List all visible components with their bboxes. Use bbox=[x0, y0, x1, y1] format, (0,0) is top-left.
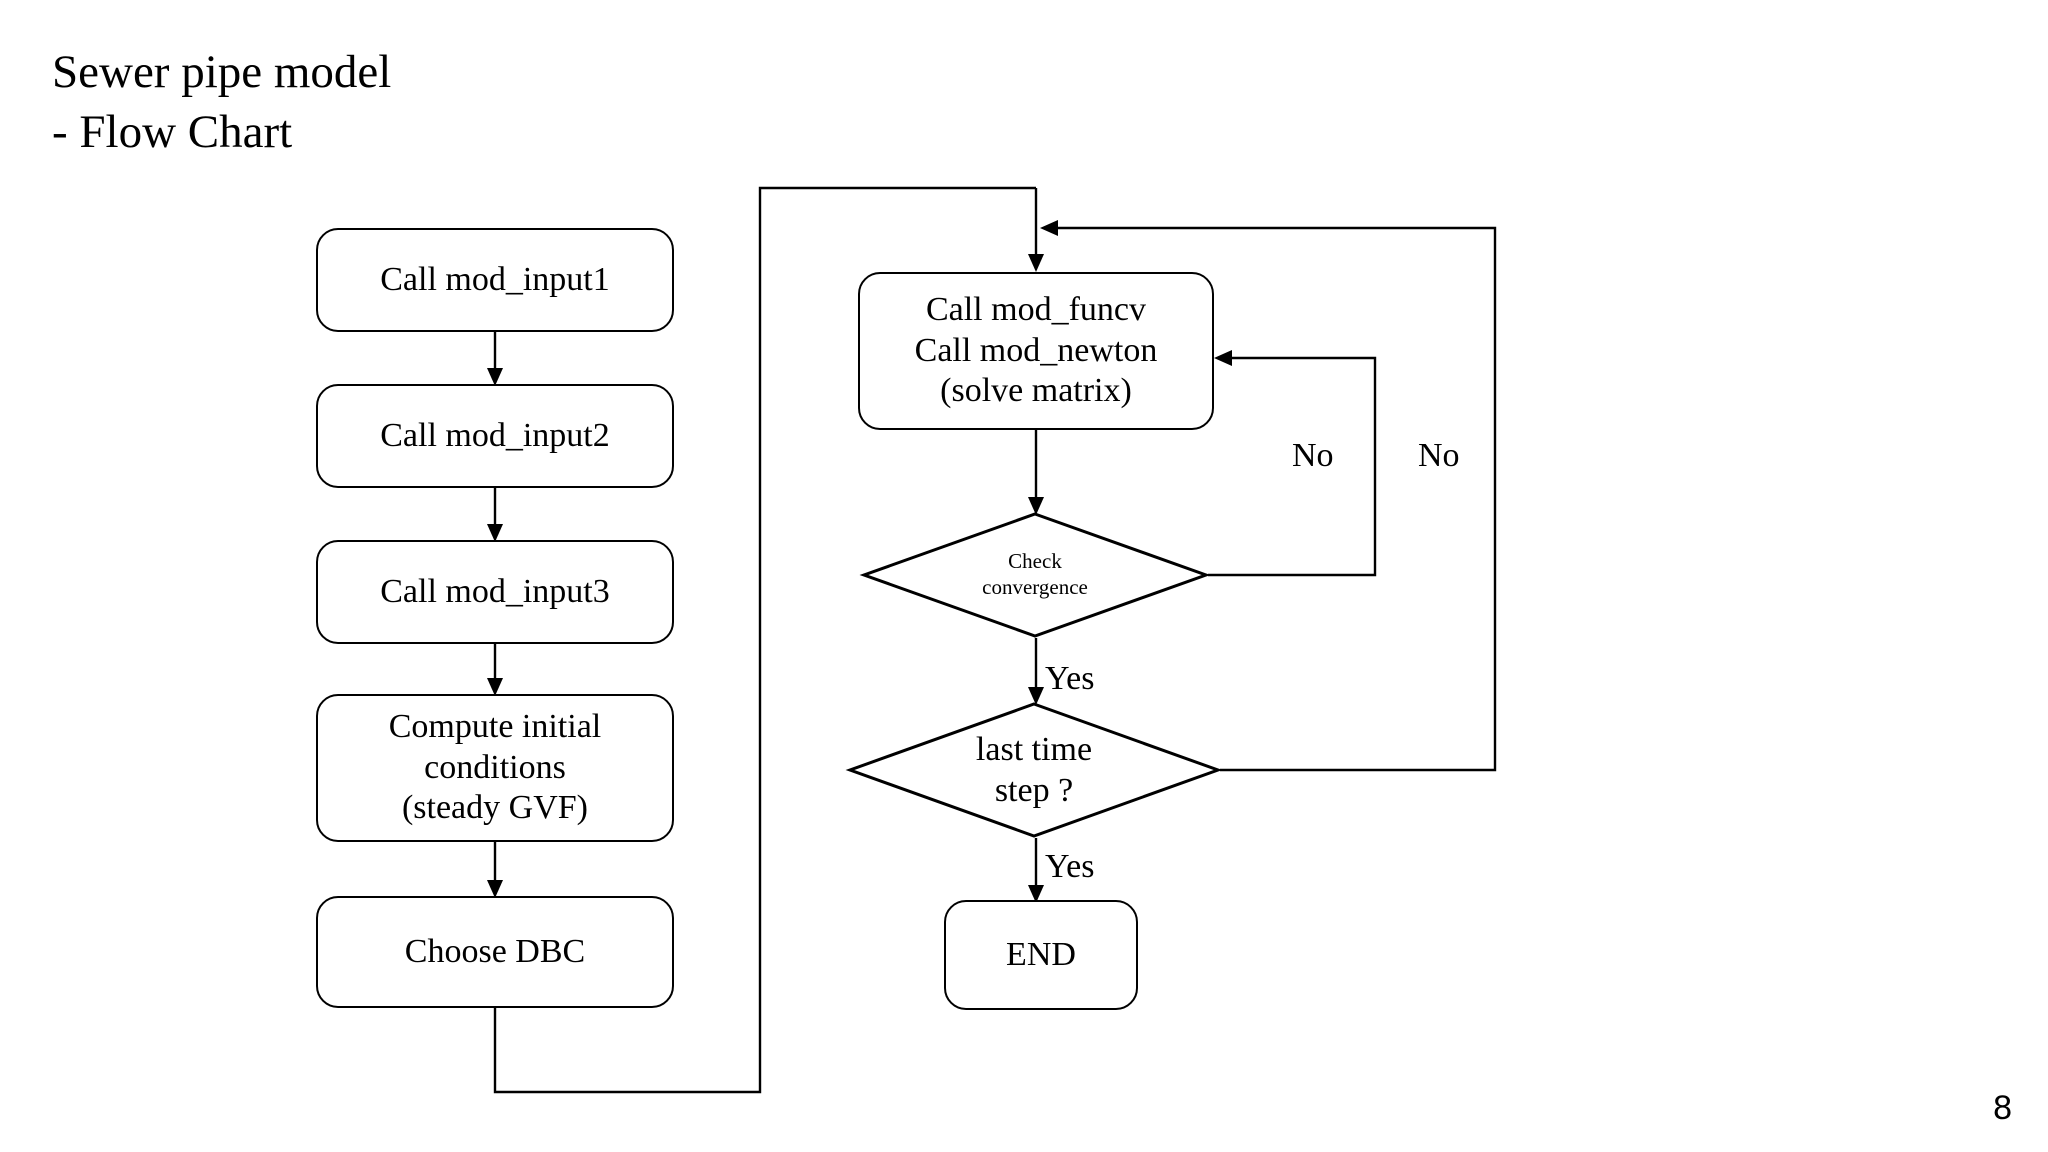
edge-label-no-outer: No bbox=[1418, 437, 1460, 474]
page-number: 8 bbox=[1993, 1089, 2012, 1127]
node-last-time-step[interactable]: last time step ? bbox=[845, 702, 1223, 838]
check-convergence-shape bbox=[859, 512, 1211, 638]
node-end[interactable]: END bbox=[944, 900, 1138, 1010]
node-call-mod-funcv-newton[interactable]: Call mod_funcv Call mod_newton (solve ma… bbox=[858, 272, 1214, 430]
edge-label-no-inner: No bbox=[1292, 437, 1334, 474]
title-line-2: - Flow Chart bbox=[52, 106, 293, 159]
node-compute-initial-conditions[interactable]: Compute initial conditions (steady GVF) bbox=[316, 694, 674, 842]
arrowhead-into-solve bbox=[1028, 254, 1044, 272]
node-call-mod-input2[interactable]: Call mod_input2 bbox=[316, 384, 674, 488]
node-choose-dbc[interactable]: Choose DBC bbox=[316, 896, 674, 1008]
last-time-step-label: last time step ? bbox=[975, 730, 1093, 809]
check-convergence-label: Check convergence bbox=[982, 549, 1088, 599]
node-check-convergence[interactable]: Check convergence bbox=[859, 512, 1211, 638]
last-time-step-shape bbox=[845, 702, 1223, 838]
node-call-mod-input3[interactable]: Call mod_input3 bbox=[316, 540, 674, 644]
edge-label-yes-converge: Yes bbox=[1045, 660, 1095, 697]
edge-label-yes-laststep: Yes bbox=[1045, 848, 1095, 885]
node-call-mod-input1[interactable]: Call mod_input1 bbox=[316, 228, 674, 332]
title-line-1: Sewer pipe model bbox=[52, 46, 392, 98]
arrowhead-laststep-no-loop bbox=[1040, 220, 1058, 236]
page-title: Sewer pipe model - Flow Chart bbox=[52, 42, 391, 162]
arrowhead-converge-no-loop bbox=[1214, 350, 1232, 366]
